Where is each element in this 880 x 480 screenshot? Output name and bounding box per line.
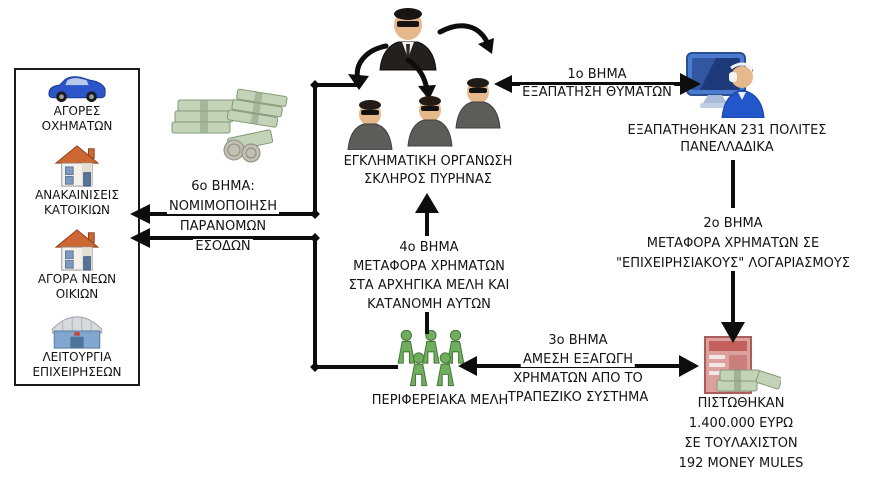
step6-line3: ΠΑΡΑΝΟΜΩΝ <box>177 219 269 234</box>
money-mules-label: ΠΙΣΤΩΘΗΚΑΝ 1.400.000 ΕΥΡΩ ΣΕ ΤΟΥΛΑΧΙΣΤΟΝ… <box>676 394 806 474</box>
mules-line4: 192 MONEY MULES <box>676 456 806 471</box>
step1-line2: ΕΞΑΠΑΤΗΣΗ ΘΥΜΑΤΩΝ <box>520 85 674 100</box>
criminal-org-line1: ΕΓΚΛΗΜΑΤΙΚΗ ΟΡΓΑΝΩΣΗ <box>341 154 515 169</box>
car-icon <box>48 76 106 103</box>
step2-line2: ΜΕΤΑΦΟΡΑ ΧΡΗΜΑΤΩΝ ΣΕ <box>644 236 822 251</box>
ledger-cash-icon <box>704 336 781 394</box>
peripheral-members-label: ΠΕΡΙΦΕΡΕΙΑΚΑ ΜΕΛΗ <box>369 393 511 408</box>
step2-line3: "ΕΠΙΧΕΙΡΗΣΙΑΚΟΥΣ" ΛΟΓΑΡΙΑΣΜΟΥΣ <box>614 256 852 271</box>
member-figure <box>347 99 393 150</box>
criminal-org-label: ΕΓΚΛΗΜΑΤΙΚΗ ΟΡΓΑΝΩΣΗ ΣΚΛΗΡΟΣ ΠΥΡΗΝΑΣ <box>341 153 515 189</box>
step3-label: 3ο ΒΗΜΑ ΑΜΕΣΗ ΕΞΑΓΩΓΗ ΧΡΗΜΑΤΩΝ ΑΠΟ ΤΟ ΤΡ… <box>505 331 651 407</box>
step3-line4: ΤΡΑΠΕΖΙΚΟ ΣΥΣΤΗΜΑ <box>505 390 651 405</box>
criminal-org-line2: ΣΚΛΗΡΟΣ ΠΥΡΗΝΑΣ <box>361 172 494 187</box>
step4-label: 4ο ΒΗΜΑ ΜΕΤΑΦΟΡΑ ΧΡΗΜΑΤΩΝ ΣΤΑ ΑΡΧΗΓΙΚΑ Μ… <box>346 238 512 314</box>
boss-figure <box>379 8 437 71</box>
step4-line2: ΜΕΤΑΦΟΡΑ ΧΡΗΜΑΤΩΝ <box>351 259 507 274</box>
box-label-vehicles: ΑΓΟΡΕΣ ΟΧΗΜΑΤΩΝ <box>41 104 113 133</box>
step3-line1: 3ο ΒΗΜΑ <box>546 333 610 348</box>
step3-line3: ΧΡΗΜΑΤΩΝ ΑΠΟ ΤΟ <box>511 371 645 386</box>
step4-line1: 4ο ΒΗΜΑ <box>397 240 461 255</box>
victims-line2: ΠΑΝΕΛΛΑΔΙΚΑ <box>678 140 776 155</box>
boss-and-members-icon <box>347 8 501 150</box>
member-figure <box>455 77 501 129</box>
step3-line2: ΑΜΕΣΗ ΕΞΑΓΩΓΗ <box>521 352 635 367</box>
house-icon <box>54 145 100 187</box>
step6-line1: 6ο ΒΗΜΑ: <box>189 179 257 194</box>
box-item-vehicles: ΑΓΟΡΕΣ ΟΧΗΜΑΤΩΝ <box>18 74 136 134</box>
step1-label: 1ο ΒΗΜΑ ΕΞΑΠΑΤΗΣΗ ΘΥΜΑΤΩΝ <box>520 66 674 102</box>
house-icon <box>54 229 100 271</box>
warehouse-icon <box>51 316 103 349</box>
arrowhead-up-step4 <box>415 193 439 213</box>
box-label-new-homes: ΑΓΟΡΑ ΝΕΩΝ ΟΙΚΙΩΝ <box>37 272 117 301</box>
step1-line1: 1ο ΒΗΜΑ <box>565 67 629 82</box>
green-people-icon <box>397 330 465 387</box>
curved-arrow-right <box>437 23 491 47</box>
junction-diamonds <box>310 80 320 372</box>
step6-line2: ΝΟΜΙΜΟΠΟΙΗΣΗ <box>166 199 280 214</box>
step2-line1: 2ο ΒΗΜΑ <box>701 216 765 231</box>
mules-line3: ΣΕ ΤΟΥΛΑΧΙΣΤΟΝ <box>682 436 800 451</box>
victims-line1: ΕΞΑΠΑΤΗΘΗΚΑΝ 231 ΠΟΛΙΤΕΣ <box>625 123 829 138</box>
computer-user-icon <box>686 52 765 118</box>
step6-label: 6ο ΒΗΜΑ: ΝΟΜΙΜΟΠΟΙΗΣΗ ΠΑΡΑΝΟΜΩΝ ΕΣΟΔΩΝ <box>166 177 280 257</box>
box-label-businesses: ΛΕΙΤΟΥΡΓΙΑ ΕΠΙΧΕΙΡΗΣΕΩΝ <box>32 350 122 379</box>
step4-line4: ΚΑΤΑΝΟΜΗ ΑΥΤΩΝ <box>365 297 493 312</box>
cash-stacks-icon <box>171 88 288 163</box>
laundering-targets-box: ΑΓΟΡΕΣ ΟΧΗΜΑΤΩΝ ΑΝΑΚΑΙΝΙΣΕΙΣ ΚΑΤΟΙΚΙΩΝ <box>14 68 140 386</box>
member-figure <box>407 95 453 147</box>
step4-line3: ΣΤΑ ΑΡΧΗΓΙΚΑ ΜΕΛΗ ΚΑΙ <box>346 278 512 293</box>
step2-label: 2ο ΒΗΜΑ ΜΕΤΑΦΟΡΑ ΧΡΗΜΑΤΩΝ ΣΕ "ΕΠΙΧΕΙΡΗΣΙ… <box>614 214 852 274</box>
step6-line4: ΕΣΟΔΩΝ <box>193 239 253 254</box>
box-item-renovations: ΑΝΑΚΑΙΝΙΣΕΙΣ ΚΑΤΟΙΚΙΩΝ <box>18 144 136 218</box>
mules-line2: 1.400.000 ΕΥΡΩ <box>686 416 796 431</box>
box-item-businesses: ΛΕΙΤΟΥΡΓΙΑ ΕΠΙΧΕΙΡΗΣΕΩΝ <box>18 312 136 380</box>
victims-label: ΕΞΑΠΑΤΗΘΗΚΑΝ 231 ΠΟΛΙΤΕΣ ΠΑΝΕΛΛΑΔΙΚΑ <box>625 122 829 156</box>
box-label-renovations: ΑΝΑΚΑΙΝΙΣΕΙΣ ΚΑΤΟΙΚΙΩΝ <box>35 188 119 217</box>
mules-line1: ΠΙΣΤΩΘΗΚΑΝ <box>695 396 787 411</box>
box-item-new-homes: ΑΓΟΡΑ ΝΕΩΝ ΟΙΚΙΩΝ <box>18 228 136 302</box>
